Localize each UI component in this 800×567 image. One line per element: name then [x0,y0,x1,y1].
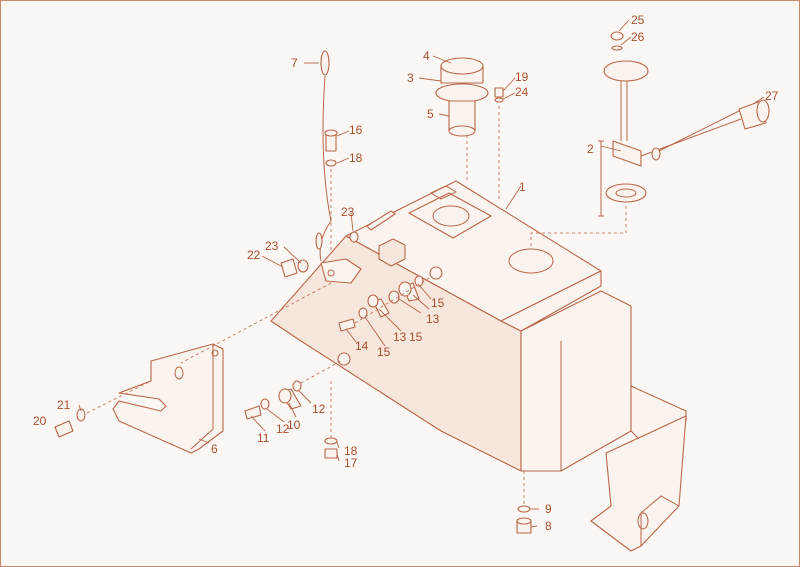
label-12-lower: 12 [276,422,290,436]
label-20: 20 [33,414,47,428]
label-19: 19 [515,70,529,84]
label-7: 7 [291,56,298,70]
label-12-upper: 12 [312,402,326,416]
label-15-mid: 15 [409,330,423,344]
label-18-top: 18 [349,151,363,165]
nut-22 [281,259,297,277]
label-6: 6 [211,442,218,456]
label-1: 1 [519,180,526,194]
label-3: 3 [407,71,414,85]
washer-26 [612,46,622,50]
label-26: 26 [631,30,645,44]
bolt-16 [325,130,337,151]
label-13-right: 13 [426,312,440,326]
label-13-left: 13 [393,330,407,344]
plug-8-top [517,518,531,524]
fuel-sender-2 [598,61,741,216]
plug-17 [325,449,337,458]
screw-25 [611,32,623,40]
washer-23-top [350,232,358,242]
washer-24 [495,98,503,102]
label-22: 22 [247,248,261,262]
label-16: 16 [349,123,363,137]
label-4: 4 [423,49,430,63]
label-23-right: 23 [341,205,355,219]
label-18-bottom: 18 [344,444,358,458]
label-27: 27 [765,89,779,103]
label-5: 5 [427,107,434,121]
label-8: 8 [545,519,552,533]
o-ring-9 [518,506,530,512]
label-23-left: 23 [265,239,279,253]
filler-cap-assembly [436,58,488,136]
tank-1 [271,181,686,551]
label-15-left: 15 [377,345,391,359]
label-21: 21 [57,398,71,412]
label-9: 9 [545,502,552,516]
label-11: 11 [257,431,270,445]
label-17: 17 [344,456,358,470]
float-27 [739,100,769,129]
label-2: 2 [587,142,594,156]
label-25: 25 [631,13,645,27]
label-14: 14 [355,339,369,353]
bracket-6 [113,344,223,453]
washer-18-bottom [325,438,337,444]
label-15-right: 15 [431,296,445,310]
washer-18-top [326,160,336,166]
bolt-20 [55,421,73,437]
screw-19 [495,88,503,97]
label-24: 24 [515,85,529,99]
